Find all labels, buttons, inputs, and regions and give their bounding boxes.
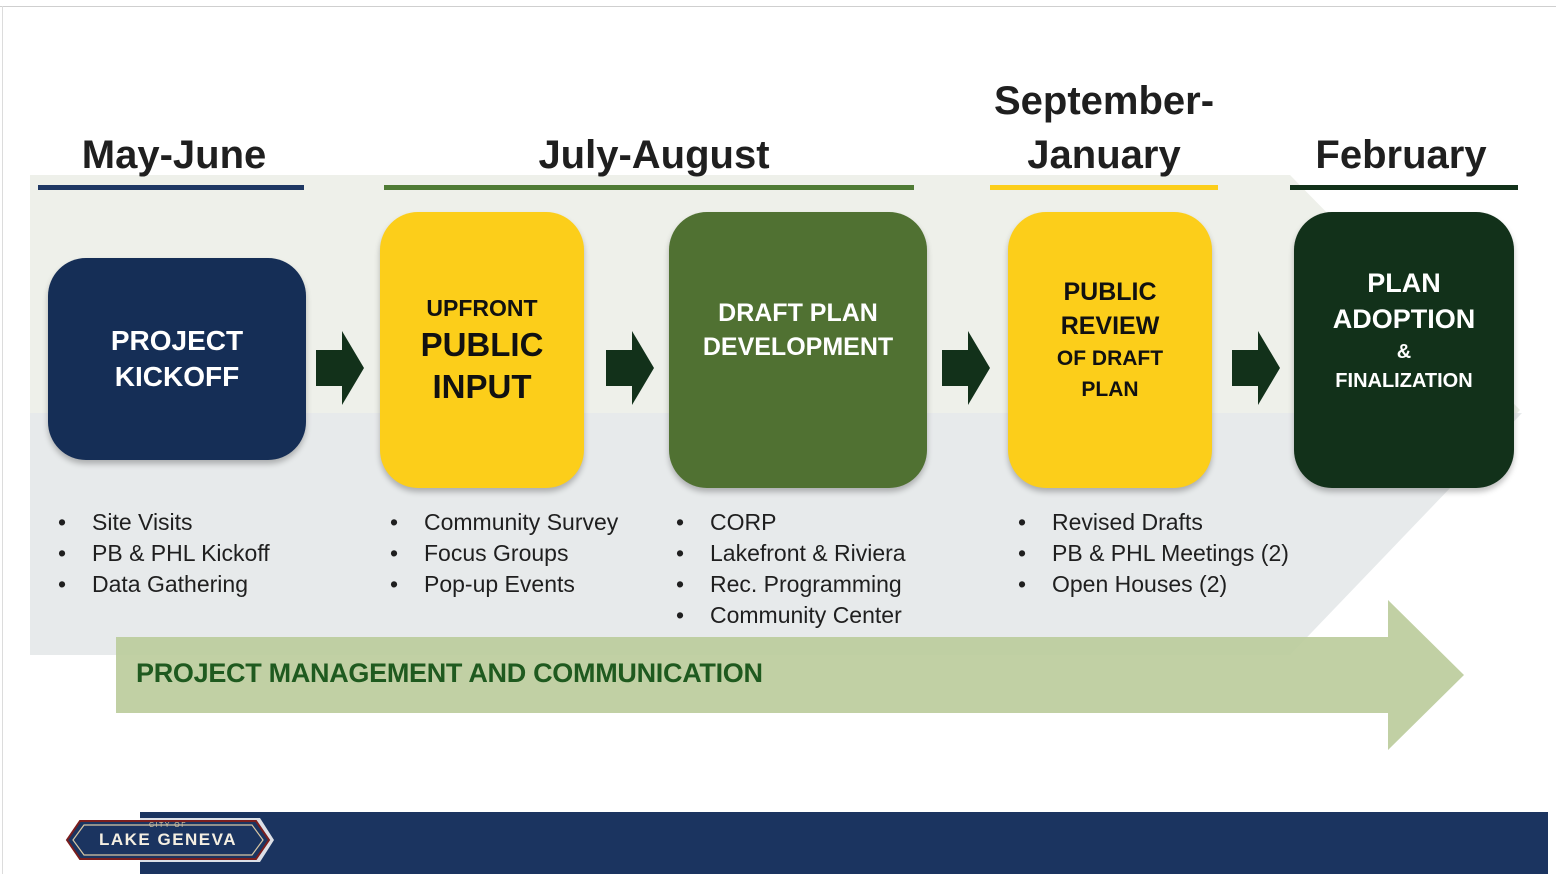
period-label: January [1027, 133, 1181, 177]
list-item: Rec. Programming [676, 569, 906, 600]
phase-title: UPFRONT [426, 295, 538, 321]
logo-main-text: LAKE GENEVA [99, 830, 237, 849]
logo-top-text: CITY OF [149, 822, 187, 829]
right-arrow-icon [942, 331, 990, 405]
task-list-public-input: Community Survey Focus Groups Pop-up Eve… [390, 507, 618, 600]
period-underline-february [1290, 185, 1518, 190]
task-list-public-review: Revised Drafts PB & PHL Meetings (2) Ope… [1018, 507, 1289, 600]
period-february: February [1290, 128, 1512, 182]
phase-public-review: PUBLIC REVIEW OF DRAFT PLAN [1008, 212, 1212, 488]
left-border [2, 6, 3, 874]
footer-bar [140, 812, 1548, 874]
phase-title: PROJECT [110, 325, 244, 356]
period-may-june: May-June [40, 128, 308, 182]
period-september-january: September- January [966, 74, 1242, 182]
list-item: Lakefront & Riviera [676, 538, 906, 569]
list-item: CORP [676, 507, 906, 538]
task-list-kickoff: Site Visits PB & PHL Kickoff Data Gather… [58, 507, 270, 600]
phase-title: INPUT [432, 368, 532, 405]
list-item: Revised Drafts [1018, 507, 1289, 538]
list-item: Focus Groups [390, 538, 618, 569]
top-border [0, 6, 1556, 7]
period-underline-may-june [38, 185, 304, 190]
phase-draft-plan-development: DRAFT PLAN DEVELOPMENT [669, 212, 927, 488]
project-management-arrow [116, 600, 1464, 750]
phase-title: PUBLIC [1063, 278, 1157, 306]
project-management-label: PROJECT MANAGEMENT AND COMMUNICATION [136, 658, 763, 688]
list-item: Site Visits [58, 507, 270, 538]
phase-title: REVIEW [1060, 312, 1160, 340]
phase-title: & [1396, 341, 1412, 363]
period-label: September- [993, 79, 1215, 123]
right-arrow-icon [606, 331, 654, 405]
period-underline-july-august [384, 185, 914, 190]
phase-title: PLAN [1367, 268, 1441, 298]
phase-title: DRAFT PLAN [718, 299, 878, 327]
phase-title: ADOPTION [1332, 304, 1476, 334]
phase-title: DEVELOPMENT [702, 333, 894, 361]
phase-upfront-public-input: UPFRONT PUBLIC INPUT [380, 212, 584, 488]
city-logo: CITY OF LAKE GENEVA [62, 818, 274, 862]
phase-title: FINALIZATION [1335, 370, 1473, 392]
phase-plan-adoption: PLAN ADOPTION & FINALIZATION [1294, 212, 1514, 488]
list-item: Community Center [676, 600, 906, 631]
list-item: Community Survey [390, 507, 618, 538]
phase-project-kickoff: PROJECT KICKOFF [48, 258, 306, 460]
list-item: Open Houses (2) [1018, 569, 1289, 600]
period-label: July-August [538, 133, 770, 177]
phase-title: PLAN [1081, 378, 1139, 401]
phase-title: PUBLIC [420, 326, 544, 363]
period-underline-september-january [990, 185, 1218, 190]
task-list-draft-plan: CORP Lakefront & Riviera Rec. Programmin… [676, 507, 906, 631]
phase-title: KICKOFF [114, 361, 240, 392]
list-item: PB & PHL Kickoff [58, 538, 270, 569]
list-item: PB & PHL Meetings (2) [1018, 538, 1289, 569]
period-july-august: July-August [384, 128, 924, 182]
period-label: May-June [81, 133, 267, 177]
period-label: February [1315, 133, 1487, 177]
footer-edge [1548, 806, 1556, 874]
list-item: Pop-up Events [390, 569, 618, 600]
phase-title: OF DRAFT [1056, 347, 1164, 370]
list-item: Data Gathering [58, 569, 270, 600]
right-arrow-icon [1232, 331, 1280, 405]
right-arrow-icon [316, 331, 364, 405]
